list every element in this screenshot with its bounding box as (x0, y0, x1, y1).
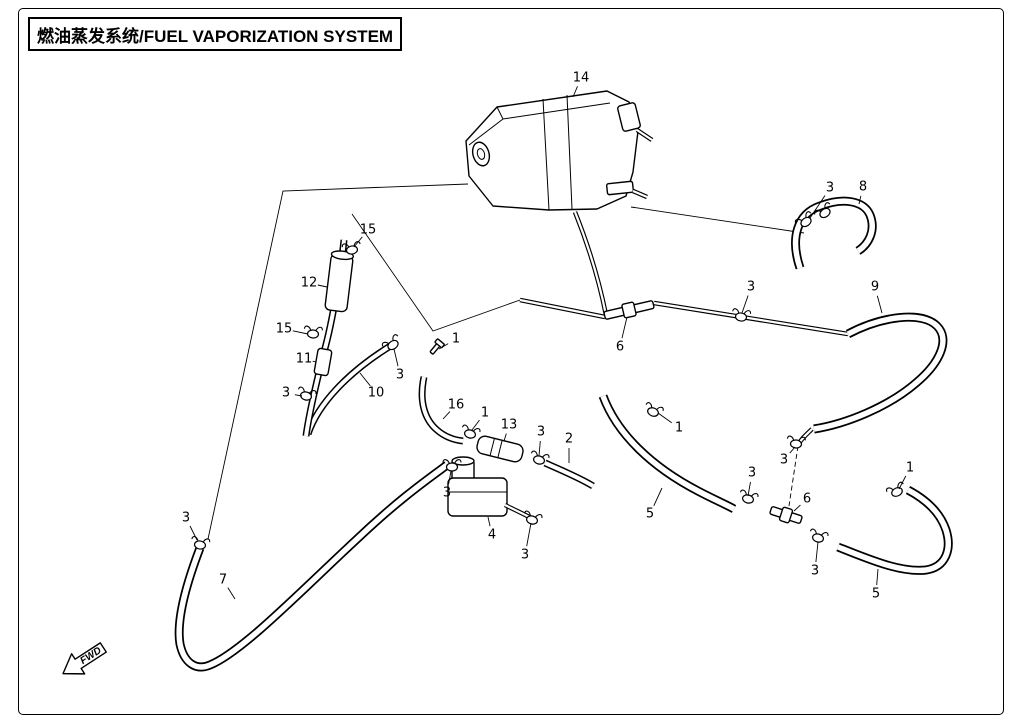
callout-part-16: 16 (448, 398, 465, 413)
callout-part-3: 3 (537, 425, 545, 440)
tube-joint-part-6-lower (769, 506, 803, 524)
carbon-canister-part-14 (465, 90, 654, 211)
callout-part-1: 1 (906, 461, 914, 476)
callout-part-13: 13 (501, 418, 518, 433)
callout-leader-line (526, 522, 532, 547)
callout-leader-line (858, 195, 862, 205)
callout-leader-line (312, 360, 317, 363)
callout-part-15: 15 (276, 322, 293, 337)
title-box: 燃油蒸发系统/FUEL VAPORIZATION SYSTEM (28, 17, 403, 51)
callout-part-12: 12 (301, 276, 318, 291)
callout-leader-line (538, 440, 541, 457)
callout-leader-line (294, 394, 303, 397)
callout-part-2: 2 (565, 432, 573, 447)
hose-part-9 (813, 312, 948, 434)
inline-connector-part-13 (476, 435, 524, 463)
callout-part-11: 11 (296, 352, 313, 367)
callout-leader-line (747, 481, 751, 497)
callout-leader-line (621, 316, 628, 339)
callout-leader-line (442, 411, 451, 420)
callout-leader-line (438, 343, 449, 350)
bolt-part-1 (429, 338, 445, 355)
callout-leader-line (448, 470, 452, 485)
callout-part-6: 6 (803, 492, 811, 507)
callout-leader-line (353, 236, 363, 248)
callout-leader-line (359, 372, 371, 387)
callout-leader-line (189, 525, 198, 541)
callout-part-3: 3 (780, 453, 788, 468)
callout-leader-line (317, 284, 328, 288)
callout-part-3: 3 (182, 511, 190, 526)
callout-part-3: 3 (443, 486, 451, 501)
callout-part-8: 8 (859, 180, 867, 195)
callout-part-7: 7 (219, 573, 227, 588)
callout-leader-line (572, 86, 578, 98)
hose-part-8 (791, 196, 877, 270)
callout-part-3: 3 (747, 280, 755, 295)
callout-leader-line (227, 587, 236, 600)
hose-part-10 (304, 342, 394, 436)
callout-leader-line (487, 516, 491, 527)
fwd-arrow: FWD (62, 642, 107, 675)
callout-part-1: 1 (452, 332, 460, 347)
hose-part-16 (418, 376, 464, 445)
hose-clamp-icon (786, 435, 807, 450)
hose-clamp-icon (807, 527, 830, 545)
callout-part-4: 4 (488, 528, 496, 543)
canister-tube-part-12 (324, 250, 355, 313)
callout-part-3: 3 (811, 564, 819, 579)
callout-leader-line (657, 412, 672, 424)
callout-leader-line (741, 295, 749, 314)
tube-joint-part-6-upper (603, 300, 655, 320)
hose-part-5-right (836, 486, 953, 575)
callout-part-1: 1 (675, 421, 683, 436)
callout-part-3: 3 (282, 386, 290, 401)
callout-part-6: 6 (616, 340, 624, 355)
hose-clamp-icon (885, 480, 908, 501)
callout-leader-line (898, 475, 907, 490)
callout-leader-line (809, 195, 826, 219)
callout-leader-line (793, 504, 801, 512)
callout-part-5: 5 (872, 587, 880, 602)
callout-part-5: 5 (646, 507, 654, 522)
zone-lines (207, 183, 805, 540)
callout-part-1: 1 (481, 406, 489, 421)
callout-leader-line (503, 433, 507, 442)
callout-leader-line (471, 419, 480, 431)
callout-part-9: 9 (871, 280, 879, 295)
hose-clamp-icon (303, 325, 324, 340)
callout-part-15: 15 (360, 223, 377, 238)
page-title: 燃油蒸发系统/FUEL VAPORIZATION SYSTEM (37, 26, 394, 46)
callout-part-3: 3 (748, 466, 756, 481)
callout-leader-line (876, 568, 879, 586)
fitting-part-11 (313, 347, 333, 377)
hose-part-7 (174, 461, 450, 672)
hose-clamp-icon (642, 401, 665, 420)
hose-part-5-left (598, 394, 737, 513)
purge-valve-part-4 (447, 456, 535, 521)
callout-leader-line (653, 487, 663, 506)
callout-part-3: 3 (826, 181, 834, 196)
hose-part-2 (543, 459, 595, 489)
callout-leader-line (393, 348, 399, 367)
hose-clamp-icon (189, 535, 211, 552)
page-border-frame (18, 8, 1004, 715)
callout-part-3: 3 (396, 368, 404, 383)
callout-leader-line (815, 541, 819, 563)
callout-leader-line (876, 295, 883, 314)
callout-part-14: 14 (573, 71, 590, 86)
callout-leader-line (789, 446, 796, 454)
callout-leader-line (292, 330, 309, 335)
callout-part-10: 10 (368, 386, 385, 401)
callout-part-3: 3 (521, 548, 529, 563)
